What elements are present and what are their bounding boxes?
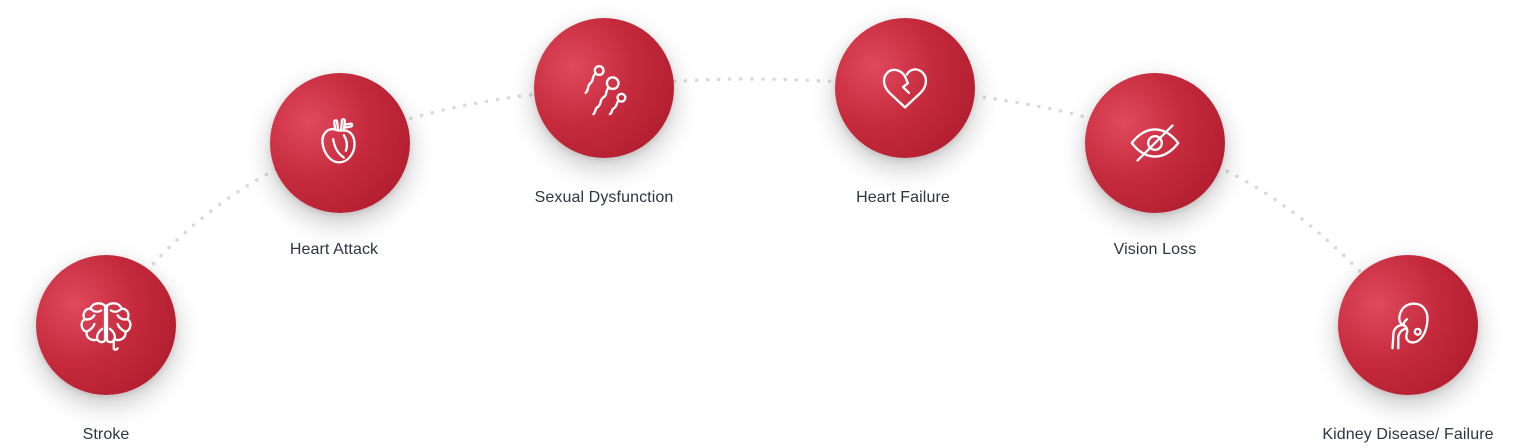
heart-organ-icon [321, 118, 356, 164]
label-heart-attack: Heart Attack [289, 241, 379, 258]
broken-heart-icon [882, 68, 928, 109]
brain-icon [80, 302, 132, 351]
stroke-node[interactable] [36, 255, 176, 395]
heart-failure-node[interactable] [835, 18, 975, 158]
sexual-dysfunction-node[interactable] [534, 18, 674, 158]
kidney-icon [1391, 302, 1429, 350]
heart-attack-node[interactable] [270, 73, 410, 213]
eye-slash-icon [1130, 124, 1180, 162]
label-stroke: Stroke [82, 426, 130, 443]
kidney-disease-node[interactable] [1338, 255, 1478, 395]
label-vision-loss: Vision Loss [1113, 241, 1197, 258]
vision-loss-node[interactable] [1085, 73, 1225, 213]
label-heart-failure: Heart Failure [856, 189, 950, 206]
label-kidney-disease: Kidney Disease/ Failure [1322, 426, 1494, 443]
label-sexual-dysfunction: Sexual Dysfunction [534, 189, 674, 206]
sperm-icon [584, 65, 627, 116]
